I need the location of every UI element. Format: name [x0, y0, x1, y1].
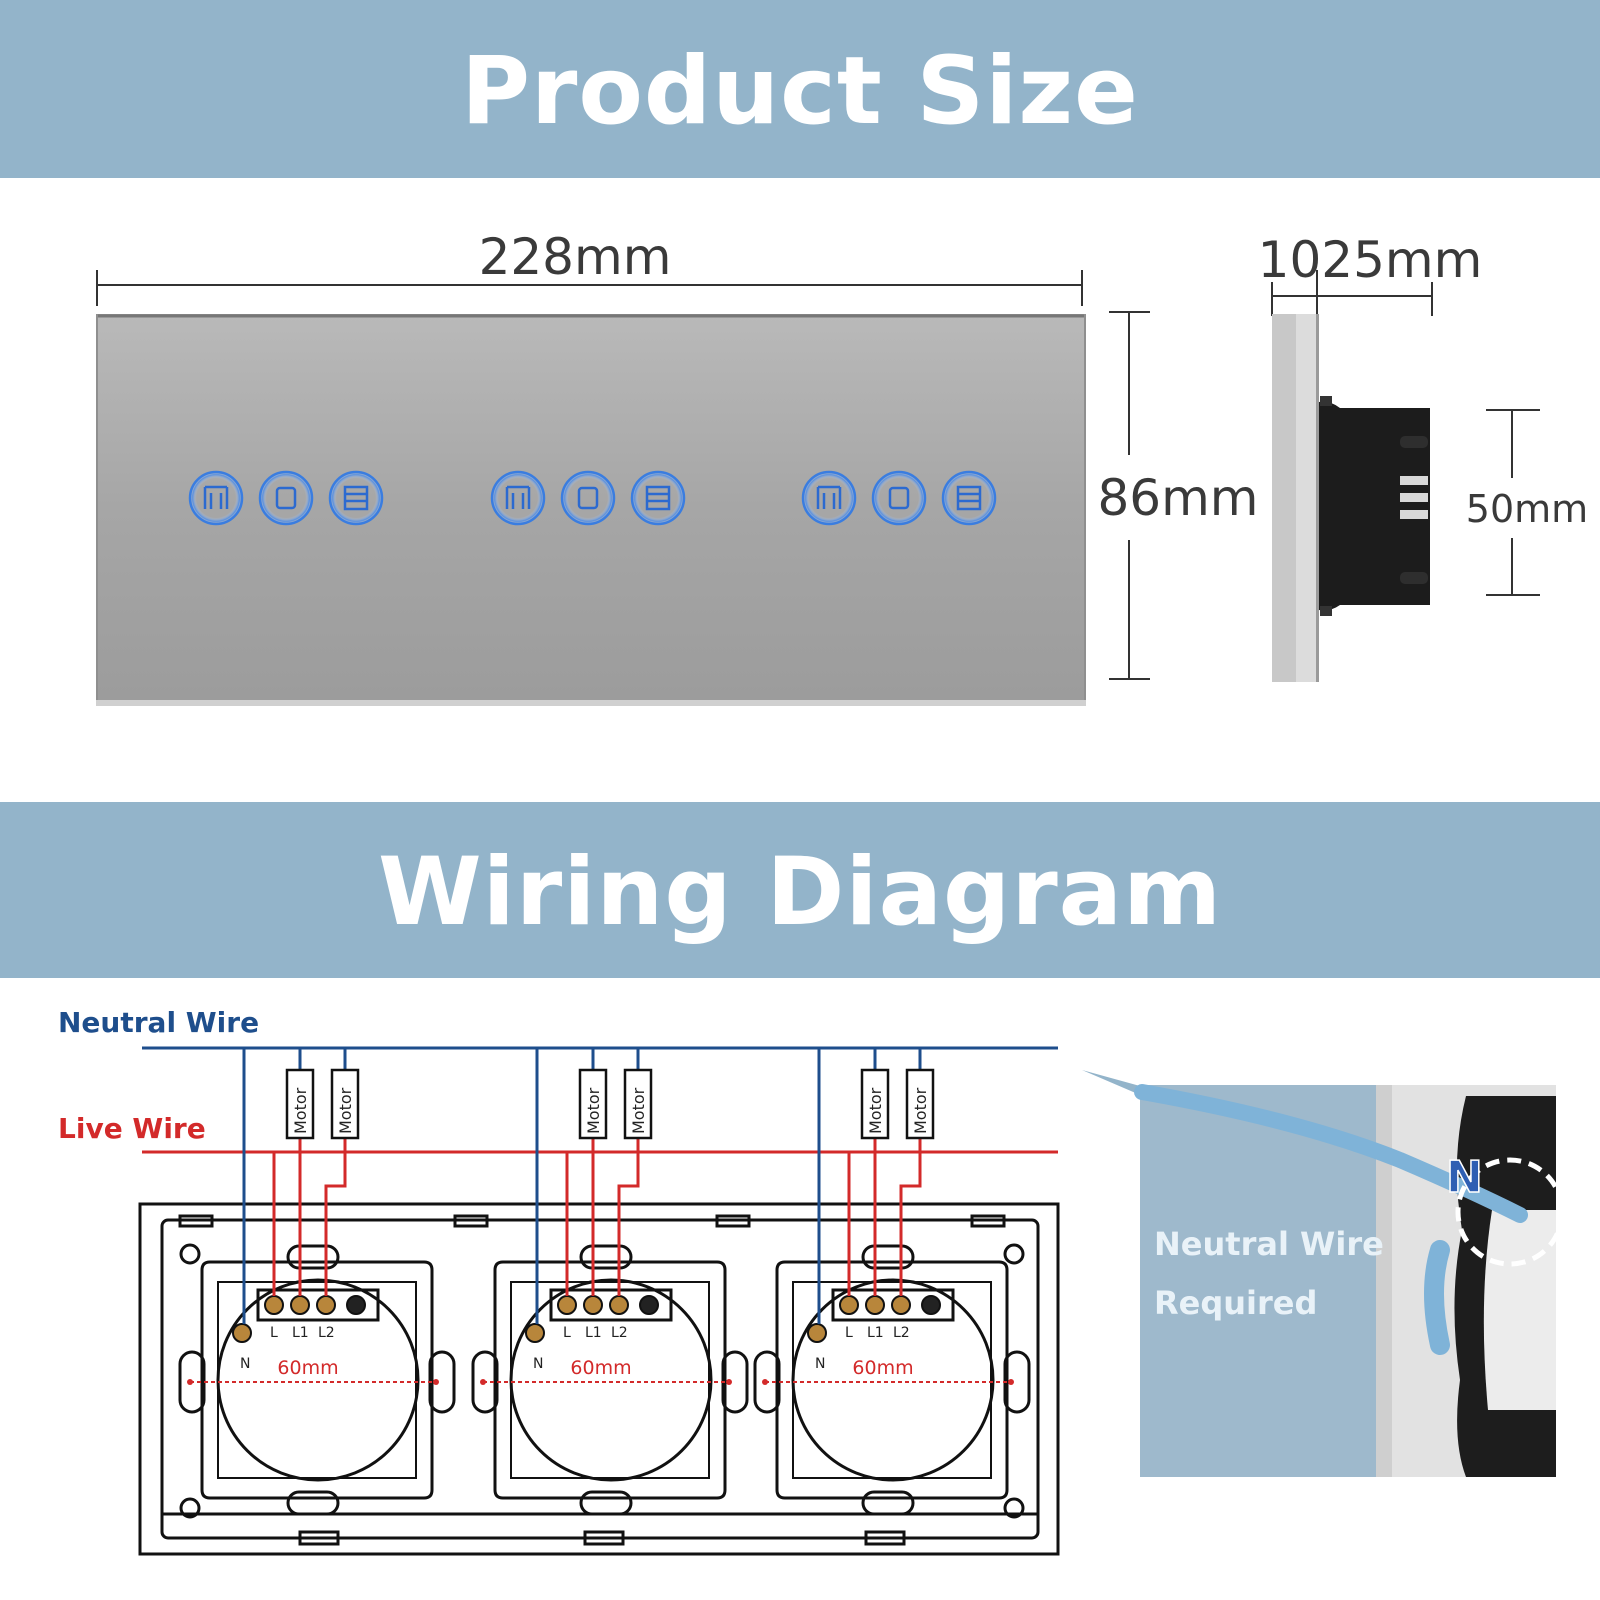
terminal-block: L L1 L2 N	[525, 1295, 659, 1372]
terminal-L1: L1	[585, 1325, 602, 1341]
touch-keys-group-1	[188, 470, 384, 526]
terminal-L1: L1	[292, 1325, 309, 1341]
motor-label: Motor	[291, 1087, 310, 1134]
open-icon	[801, 470, 857, 526]
spacing-label: 60mm	[852, 1357, 913, 1379]
close-icon	[630, 470, 686, 526]
terminal-L: L	[845, 1325, 853, 1341]
wiring-diagram: Neutral Wire Live Wire	[58, 1006, 1565, 1556]
switch-back-frame	[138, 1202, 1060, 1556]
close-icon	[941, 470, 997, 526]
switch-module-2: L L1 L2 N 60mm Motor Motor	[471, 1048, 749, 1516]
product-size-banner: Product Size	[0, 0, 1600, 178]
switch-module-1: L L1 L2 N 60mm Motor Motor	[178, 1048, 456, 1516]
spacing-label: 60mm	[277, 1357, 338, 1379]
open-icon	[188, 470, 244, 526]
wiring-diagram-banner: Wiring Diagram	[0, 802, 1600, 978]
motor-label: Motor	[336, 1087, 355, 1134]
touch-keys-group-2	[490, 470, 686, 526]
motor-label: Motor	[911, 1087, 930, 1134]
neutral-wire-photo: N Neutral Wire Required	[1082, 1070, 1565, 1477]
box-height-label: 50mm	[1466, 487, 1588, 531]
photo-caption-line1: Neutral Wire	[1154, 1225, 1384, 1263]
touch-keys-group-3	[801, 470, 997, 526]
terminal-L: L	[270, 1325, 278, 1341]
photo-caption-line2: Required	[1154, 1284, 1317, 1322]
switch-module-3: L L1 L2 N 60mm Motor Motor	[753, 1048, 1031, 1516]
height-label: 86mm	[1097, 469, 1258, 527]
terminal-N: N	[533, 1356, 543, 1372]
neutral-wire-label: Neutral Wire	[58, 1006, 259, 1039]
spacing-dimension: 60mm	[762, 1357, 1014, 1385]
terminal-L1: L1	[867, 1325, 884, 1341]
motor-label: Motor	[629, 1087, 648, 1134]
spacing-label: 60mm	[570, 1357, 631, 1379]
height-dimension: 86mm	[1097, 311, 1259, 680]
terminal-L2: L2	[893, 1325, 910, 1341]
product-size-heading: Product Size	[461, 36, 1139, 146]
switch-side-view: 1025mm 50mm	[1258, 231, 1588, 682]
width-dimension: 228mm	[96, 228, 1083, 306]
product-size-drawing: 228mm	[96, 228, 1588, 706]
terminal-N: N	[240, 1356, 250, 1372]
motor-1: Motor	[285, 1068, 315, 1140]
terminal-L2: L2	[318, 1325, 335, 1341]
terminal-N: N	[815, 1356, 825, 1372]
spacing-dimension: 60mm	[480, 1357, 732, 1385]
terminal-block: L L1 L2 N	[232, 1295, 366, 1372]
motor-label: Motor	[584, 1087, 603, 1134]
stop-icon	[871, 470, 927, 526]
live-wire-label: Live Wire	[58, 1112, 206, 1145]
spacing-dimension: 60mm	[187, 1357, 439, 1385]
terminal-L2: L2	[611, 1325, 628, 1341]
motor-2: Motor	[330, 1068, 360, 1140]
motor-1: Motor	[860, 1068, 890, 1140]
width-label: 228mm	[479, 228, 672, 286]
motor-2: Motor	[905, 1068, 935, 1140]
wiring-diagram-heading: Wiring Diagram	[377, 837, 1223, 947]
terminal-L: L	[563, 1325, 571, 1341]
motor-label: Motor	[866, 1087, 885, 1134]
motor-1: Motor	[578, 1068, 608, 1140]
open-icon	[490, 470, 546, 526]
close-icon	[328, 470, 384, 526]
stop-icon	[560, 470, 616, 526]
motor-2: Motor	[623, 1068, 653, 1140]
stop-icon	[258, 470, 314, 526]
terminal-block: L L1 L2 N	[807, 1295, 941, 1372]
neutral-n-mark: N	[1446, 1152, 1483, 1203]
depth-label: 1025mm	[1258, 231, 1483, 289]
